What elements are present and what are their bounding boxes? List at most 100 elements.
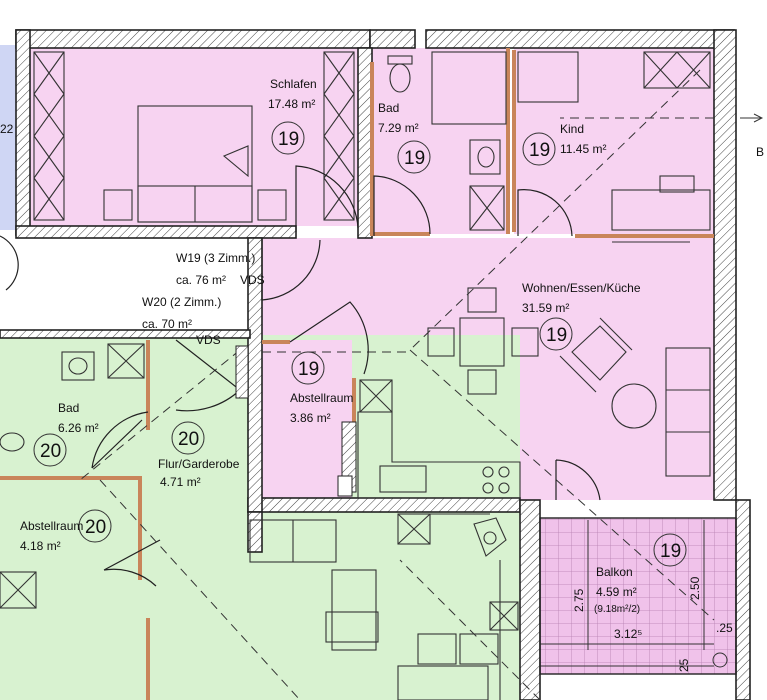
unit-circle-flur20 bbox=[171, 421, 205, 455]
balcony-dimensions bbox=[540, 113, 764, 668]
dim-3-12: 3.12⁵ bbox=[614, 627, 642, 641]
kind-desk bbox=[611, 175, 711, 231]
kind-name: Kind bbox=[560, 122, 584, 136]
cabinets bbox=[0, 51, 711, 631]
dim-25-top: .25 bbox=[716, 621, 733, 635]
section-arrow bbox=[740, 113, 764, 123]
dash-6 bbox=[99, 479, 301, 700]
flur20-unit: 20 bbox=[178, 429, 199, 450]
wohnen-name: Wohnen/Essen/Küche bbox=[522, 281, 641, 295]
balkon-unit: 19 bbox=[660, 541, 681, 562]
wall-right-lower bbox=[735, 499, 751, 700]
dash-3 bbox=[409, 349, 715, 621]
wall-lower-mid bbox=[247, 511, 263, 553]
w20-vds: VDS bbox=[196, 333, 221, 347]
schlafen-name: Schlafen bbox=[270, 77, 317, 91]
bad19-fill bbox=[372, 48, 508, 234]
wall-bedroom-bottom bbox=[15, 225, 297, 239]
dim-2-75: 2.75 bbox=[572, 588, 586, 612]
abstell20-area: 4.18 m² bbox=[20, 539, 61, 553]
kind-area: 11.45 m² bbox=[560, 142, 606, 156]
wohnen-area: 31.59 m² bbox=[522, 301, 569, 315]
bad19-shower bbox=[469, 185, 505, 231]
nightstand-right bbox=[257, 189, 287, 221]
kitchen-sink-20 bbox=[473, 517, 507, 557]
bad19-unit: 19 bbox=[404, 148, 425, 169]
kitchen20-counter bbox=[430, 513, 501, 700]
bad19-area: 7.29 m² bbox=[378, 121, 419, 135]
toilet-19 bbox=[387, 55, 413, 93]
balkon-area2: (9.18m²/2) bbox=[594, 604, 640, 615]
door-wohnen bbox=[261, 238, 321, 301]
wall-green-left bbox=[0, 329, 251, 339]
unit-circle-bad20 bbox=[33, 433, 67, 467]
dash-5 bbox=[79, 349, 241, 481]
bed bbox=[137, 105, 253, 223]
balkon-fill bbox=[540, 518, 736, 674]
unit-circle-abstell19 bbox=[291, 351, 325, 385]
wall-kitchen-right bbox=[519, 499, 541, 700]
door-abstell19 bbox=[289, 301, 369, 375]
armchair bbox=[559, 317, 633, 393]
schlafen-unit: 19 bbox=[278, 129, 299, 150]
kitchen20-cabinet-2 bbox=[489, 601, 519, 631]
dash-7 bbox=[399, 559, 541, 700]
sink-20 bbox=[61, 351, 95, 381]
unit-circle-abstell20 bbox=[78, 509, 112, 543]
chair-20 bbox=[325, 569, 379, 651]
wall-top-right bbox=[425, 29, 735, 49]
schlafen-fill bbox=[30, 48, 358, 226]
abstell19-unit: 19 bbox=[298, 359, 319, 380]
table-20 bbox=[397, 633, 499, 700]
dining-table bbox=[427, 287, 539, 395]
sink-19 bbox=[469, 139, 501, 175]
unit-circle-balkon bbox=[653, 533, 687, 567]
unit-circle-bad19 bbox=[397, 140, 431, 174]
nightstand-left bbox=[103, 189, 133, 221]
kitchen-counter bbox=[357, 411, 521, 499]
section-marker-label: B bbox=[756, 145, 764, 159]
abstell19-name: Abstellraum bbox=[290, 391, 353, 405]
bad20-name: Bad bbox=[58, 401, 79, 415]
kind-fill bbox=[514, 48, 714, 234]
door-left-arc bbox=[0, 235, 19, 291]
kind-unit: 19 bbox=[529, 140, 550, 161]
wohnen-unit: 19 bbox=[546, 325, 567, 346]
w20-line2: ca. 70 m² bbox=[142, 317, 192, 331]
bad20-area: 6.26 m² bbox=[58, 421, 99, 435]
neighbor-room-fill bbox=[0, 45, 16, 230]
flur20-area: 4.71 m² bbox=[160, 475, 201, 489]
w19-line1: W19 (3 Zimm.) bbox=[176, 251, 255, 265]
w19-vds: VDS bbox=[240, 273, 265, 287]
sofa bbox=[665, 347, 711, 477]
wardrobe-left bbox=[33, 51, 65, 221]
shaft-1 bbox=[235, 345, 249, 399]
bathtub-19 bbox=[431, 51, 507, 125]
abstell19-area: 3.86 m² bbox=[290, 411, 331, 425]
balkon-area: 4.59 m² bbox=[596, 585, 637, 599]
unit-circle-schlafen bbox=[271, 121, 305, 155]
accent-wall-bad19-left bbox=[370, 62, 430, 236]
labels: 22 B Schlafen 17.48 m² 19 Bad 7.29 m² 19… bbox=[0, 77, 764, 672]
wall-left-upper bbox=[15, 29, 31, 236]
kitchen20-cabinet bbox=[397, 513, 431, 545]
balkon-frame bbox=[539, 517, 737, 675]
accent-wall-kind-bottom bbox=[512, 50, 714, 238]
bad20-shower bbox=[107, 343, 145, 379]
w19-line2: ca. 76 m² bbox=[176, 273, 226, 287]
unit-circles bbox=[33, 121, 687, 567]
wall-unit-divider-h bbox=[247, 497, 521, 513]
dash-1 bbox=[409, 69, 701, 351]
bad19-name: Bad bbox=[378, 101, 399, 115]
abstell20-unit: 20 bbox=[85, 517, 106, 538]
kind-bed bbox=[517, 51, 579, 103]
walls bbox=[0, 29, 751, 700]
wall-bedroom-right bbox=[357, 47, 373, 239]
schlafen-area: 17.48 m² bbox=[268, 97, 315, 111]
abstell20-cabinet bbox=[0, 571, 37, 609]
balkon-name: Balkon bbox=[596, 565, 633, 579]
wall-top-mid bbox=[369, 29, 416, 49]
dim-25-side: 25 bbox=[677, 658, 691, 672]
flur20-name: Flur/Garderobe bbox=[158, 457, 240, 471]
abstell19-fill bbox=[262, 340, 352, 500]
